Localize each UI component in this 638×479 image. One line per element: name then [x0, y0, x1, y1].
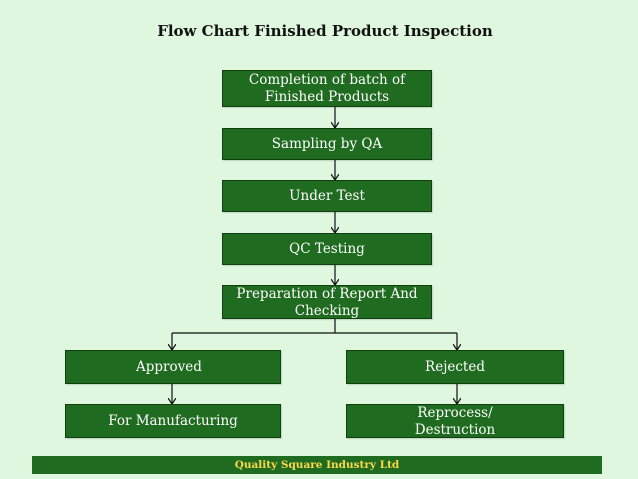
node-under-test: Under Test — [222, 180, 432, 212]
node-under-test-label: Under Test — [289, 187, 365, 204]
node-completion-line2: Finished Products — [264, 89, 390, 105]
node-preparation-line2: Checking — [294, 303, 360, 319]
node-qc-testing-label: QC Testing — [289, 240, 365, 257]
node-sampling: Sampling by QA — [222, 128, 432, 160]
chart-title: Flow Chart Finished Product Inspection — [157, 22, 493, 40]
node-preparation: Preparation of Report And Checking — [222, 285, 432, 319]
node-completion: Completion of batch of Finished Products — [222, 70, 432, 107]
node-reprocess-line2: Destruction — [414, 422, 496, 438]
node-manufacturing-label: For Manufacturing — [108, 412, 238, 429]
node-reprocess-line1: Reprocess/ — [417, 405, 493, 421]
node-completion-line1: Completion of batch of — [248, 72, 406, 88]
node-reprocess: Reprocess/ Destruction — [346, 404, 564, 438]
node-manufacturing: For Manufacturing — [65, 404, 281, 438]
node-approved: Approved — [65, 350, 281, 384]
node-sampling-label: Sampling by QA — [271, 135, 383, 152]
node-rejected-label: Rejected — [425, 358, 485, 375]
node-qc-testing: QC Testing — [222, 233, 432, 265]
footer-text: Quality Square Industry Ltd — [234, 459, 400, 471]
node-approved-label: Approved — [136, 358, 202, 375]
node-rejected: Rejected — [346, 350, 564, 384]
node-preparation-line1: Preparation of Report And — [236, 286, 418, 302]
footer-bar: Quality Square Industry Ltd — [32, 456, 602, 474]
